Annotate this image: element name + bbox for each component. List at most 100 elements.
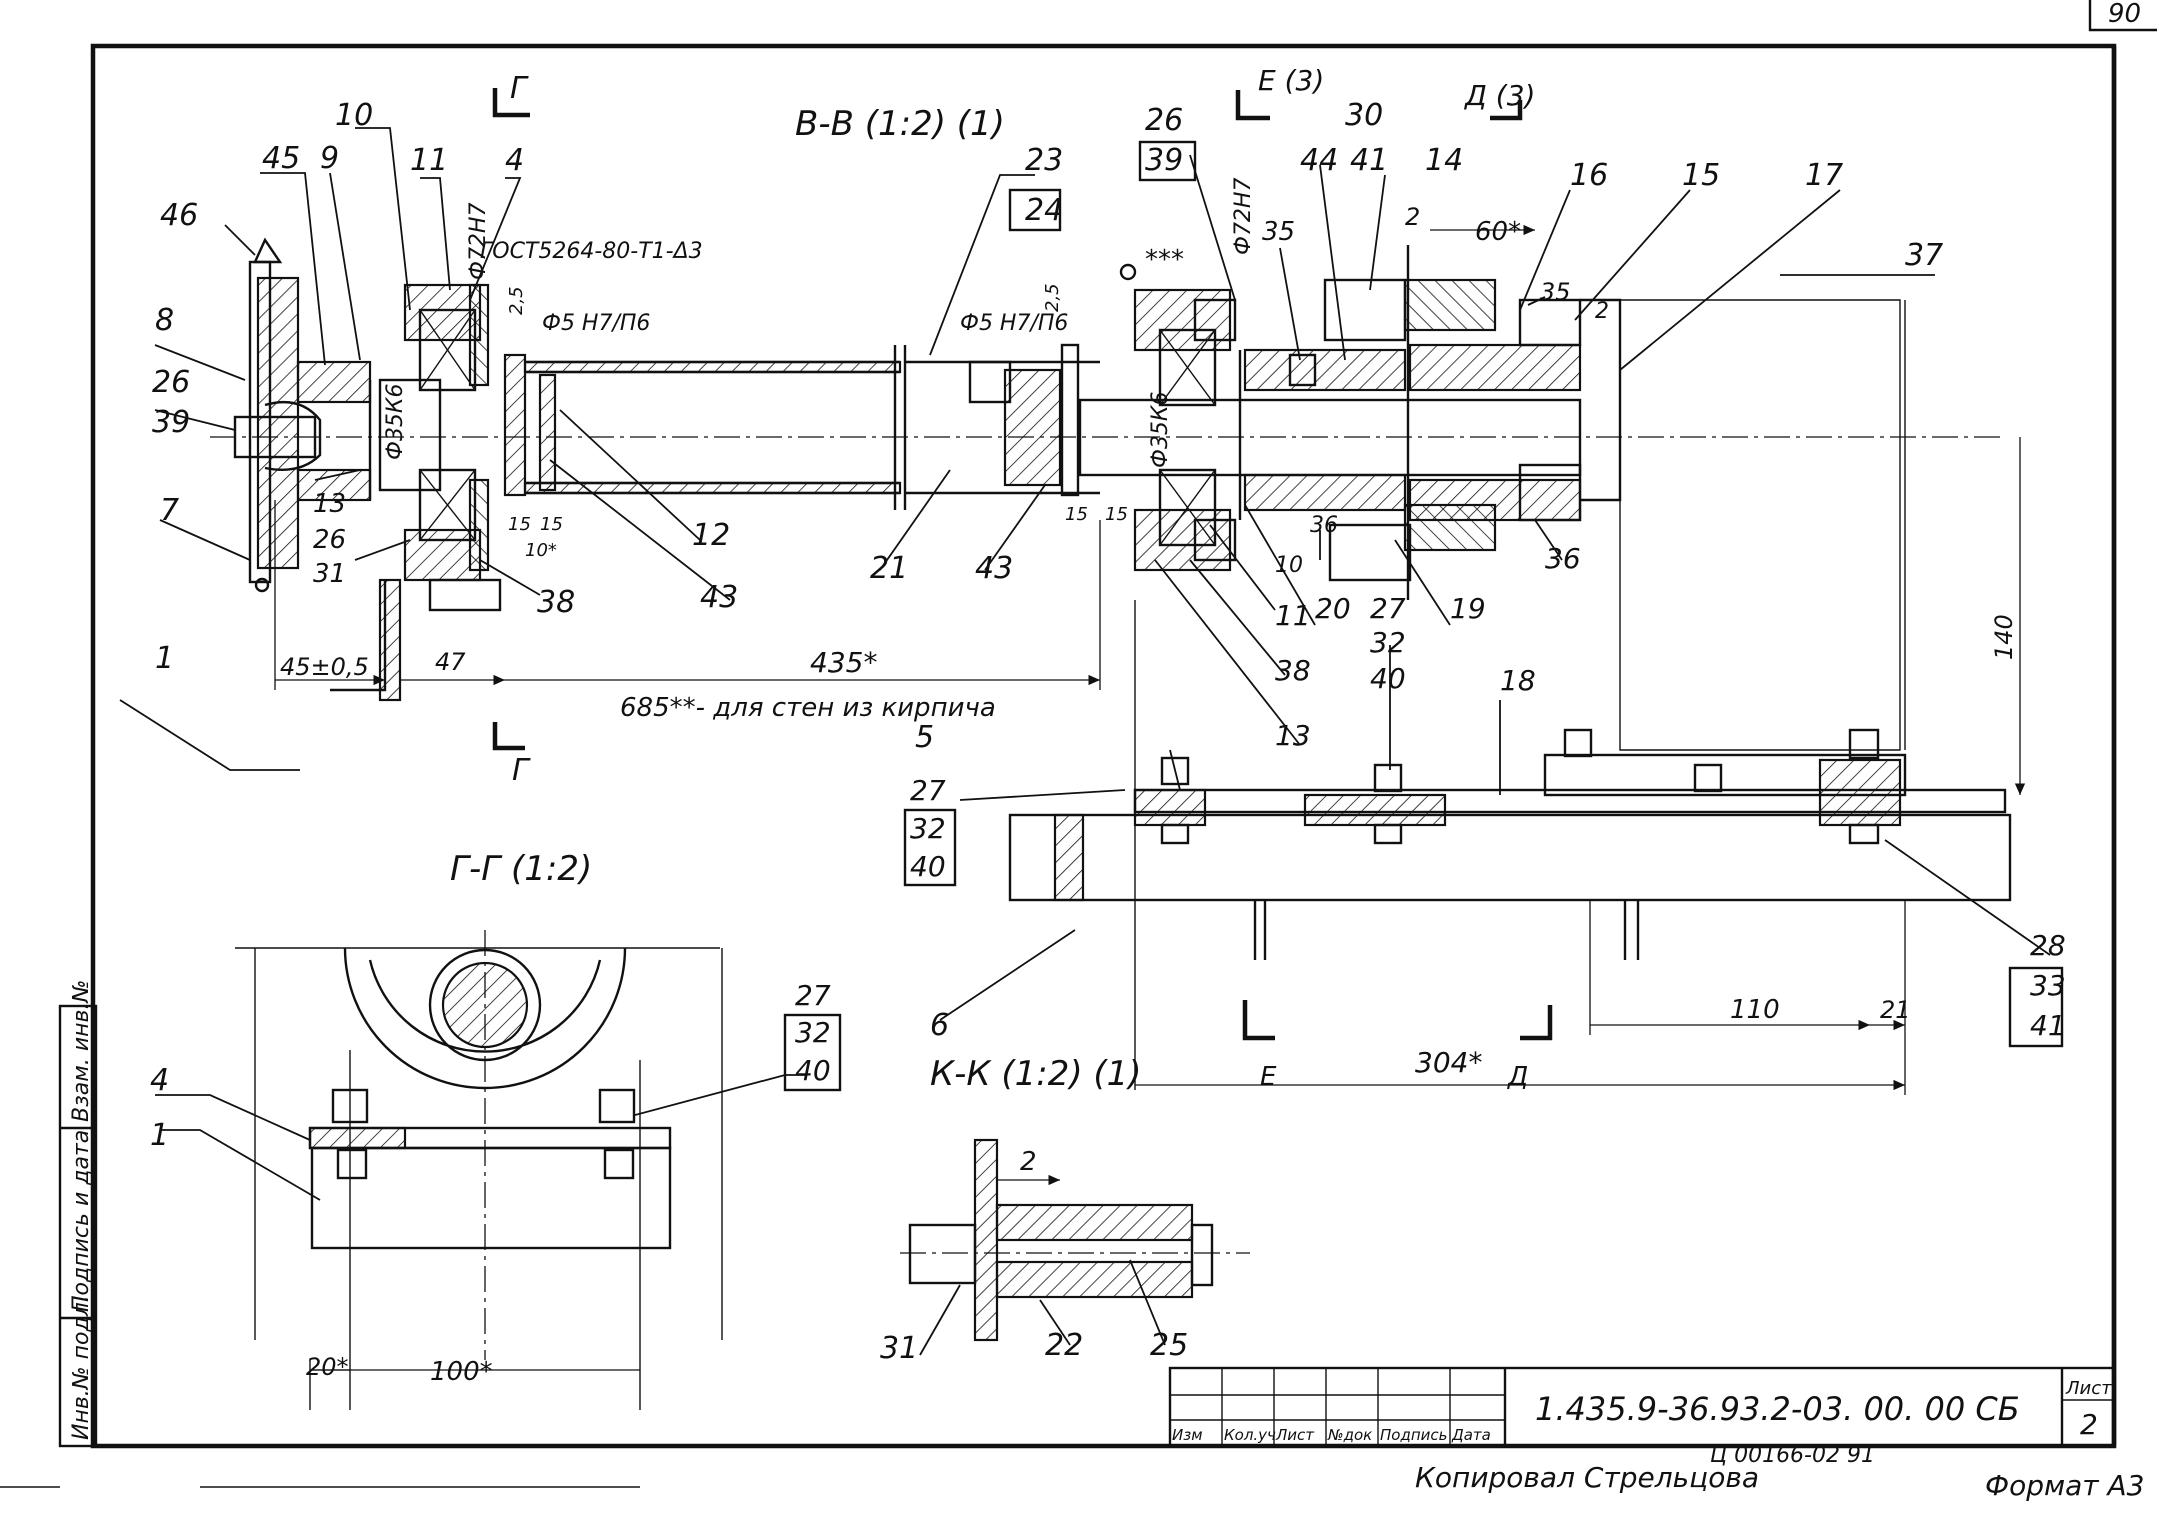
weld-size-left: 2,5 <box>506 286 527 315</box>
title-block: Изм Кол.уч Лист №док Подпись Дата 1.435.… <box>1168 1366 2144 1502</box>
dim-10: 10* <box>525 540 557 561</box>
dim-15d: 15 <box>1105 504 1128 525</box>
fit-35k6-right: Ф35К6 <box>1148 391 1173 468</box>
col-signature: Подпись <box>1380 1426 1447 1444</box>
side-stamp: Инв.№ подл. Подпись и дата Взам. инв.№ <box>58 980 98 1448</box>
dim-100: 100* <box>430 1357 493 1387</box>
callout-40-mid: 40 <box>1370 662 1406 695</box>
callout-32-mid: 32 <box>1370 626 1406 659</box>
section-g-view: Г-Г (1:2) 20* 100* 4 1 27 32 40 <box>150 849 842 1410</box>
fit-5h7-mid: Ф5 Н7/П6 <box>960 311 1068 336</box>
section-k-view: К-К (1:2) (1) 2 31 22 25 <box>880 1054 1250 1366</box>
view-g-callout-4: 4 <box>150 1063 169 1098</box>
callout-46: 46 <box>160 198 198 233</box>
main-view-title: В-В (1:2) (1) <box>795 104 1005 144</box>
dim-685-note: 685**- для стен из кирпича <box>620 693 996 723</box>
callout-8: 8 <box>155 303 174 338</box>
callout-40-base: 40 <box>910 850 946 883</box>
callout-5-base: 5 <box>915 720 934 755</box>
stamp-inv-no: Инв.№ подл. <box>69 1295 94 1440</box>
callout-41-top: 41 <box>1350 143 1388 178</box>
callout-9: 9 <box>320 141 339 176</box>
callout-10: 10 <box>335 98 373 133</box>
stamp-signature-date: Подпись и дата <box>69 1130 94 1312</box>
view-k-dim-2: 2 <box>1020 1147 1037 1177</box>
dim-21: 21 <box>1880 996 1911 1024</box>
callout-13-right: 13 <box>1275 719 1311 752</box>
callout-44: 44 <box>1300 143 1338 178</box>
view-k-callout-22: 22 <box>1045 1328 1083 1363</box>
callout-15: 15 <box>1682 158 1720 193</box>
dim-435: 435* <box>810 646 877 679</box>
main-section-view: В-В (1:2) (1) <box>119 64 2066 1095</box>
callout-10-right: 10 <box>1275 553 1303 578</box>
dim-15b: 15 <box>540 514 563 535</box>
view-g-callout-40: 40 <box>795 1054 831 1087</box>
callout-6: 6 <box>930 1008 949 1043</box>
copied-by: Копировал Стрельцова <box>1415 1461 1759 1494</box>
dim-47: 47 <box>435 648 466 676</box>
section-g-bottom: Г <box>512 753 531 788</box>
order-number: Ц 00166-02 91 <box>1710 1443 1875 1468</box>
callout-43-left: 43 <box>700 580 738 615</box>
stamp-replace-inv: Взам. инв.№ <box>69 980 94 1122</box>
callout-27-mid: 27 <box>1370 592 1406 625</box>
fit-35k6-left: Ф35К6 <box>383 383 408 460</box>
weld-note: *** <box>1145 245 1184 275</box>
callout-16: 16 <box>1570 158 1608 193</box>
fit-72h7-left: Ф72Н7 <box>466 203 491 280</box>
standard-note: ГОСТ5264-80-Т1-Δ3 <box>480 239 703 264</box>
callout-24: 24 <box>1025 193 1063 228</box>
callout-32-base: 32 <box>910 812 946 845</box>
callout-39-left: 39 <box>152 405 190 440</box>
callout-30: 30 <box>1345 98 1383 133</box>
callout-14: 14 <box>1425 143 1463 178</box>
document-designation: 1.435.9-36.93.2-03. 00. 00 СБ <box>1535 1390 2020 1428</box>
col-date: Дата <box>1451 1426 1491 1444</box>
col-list: Лист <box>1275 1426 1315 1444</box>
section-e-mark: Е <box>1260 1062 1277 1092</box>
section-d-mark: Д <box>1507 1062 1528 1092</box>
dim-60: 60* <box>1475 217 1521 247</box>
callout-12: 12 <box>692 518 730 553</box>
callout-27-base: 27 <box>910 774 946 807</box>
view-k-title: К-К (1:2) (1) <box>930 1054 1142 1094</box>
callout-39-right: 39 <box>1145 143 1183 178</box>
dim-15a: 15 <box>508 514 531 535</box>
dim-110: 110 <box>1730 995 1780 1025</box>
callout-36-outer: 36 <box>1545 542 1581 575</box>
col-doc-no: №док <box>1327 1426 1372 1444</box>
callout-26-left: 26 <box>152 365 190 400</box>
view-k-callout-31: 31 <box>880 1331 918 1366</box>
view-k-callout-25: 25 <box>1150 1328 1188 1363</box>
fit-72h7-right: Ф72Н7 <box>1231 178 1256 255</box>
callout-20: 20 <box>1315 592 1351 625</box>
sheet-format: Формат А3 <box>1985 1469 2144 1502</box>
callout-17: 17 <box>1805 158 1843 193</box>
dim-304: 304* <box>1415 1046 1482 1079</box>
dim-15c: 15 <box>1065 504 1088 525</box>
callout-36-inner: 36 <box>1310 513 1338 538</box>
dim-140: 140 <box>1990 614 2018 660</box>
callout-38-right: 38 <box>1275 654 1311 687</box>
callout-26-right: 26 <box>1145 103 1183 138</box>
callout-33: 33 <box>2030 969 2066 1002</box>
callout-26-lower: 26 <box>313 525 346 555</box>
callout-28: 28 <box>2030 929 2066 962</box>
section-d-label: Д (3) <box>1463 79 1535 112</box>
view-g-callout-27: 27 <box>795 979 831 1012</box>
callout-35-right: 35 <box>1540 278 1571 306</box>
dim-45: 45±0,5 <box>280 653 369 681</box>
sheet-label: Лист <box>2065 1378 2112 1399</box>
callout-35-left: 35 <box>1262 217 1295 247</box>
callout-21: 21 <box>870 551 908 586</box>
sheet-corner-number: 90 <box>2108 0 2141 29</box>
col-kol-uch: Кол.уч <box>1224 1426 1276 1444</box>
view-g-callout-32: 32 <box>795 1016 831 1049</box>
callout-18: 18 <box>1500 664 1536 697</box>
callout-43-mid: 43 <box>975 551 1013 586</box>
callout-5-top: 2 <box>1405 203 1420 231</box>
callout-7: 7 <box>160 493 179 528</box>
callout-4: 4 <box>505 143 524 178</box>
